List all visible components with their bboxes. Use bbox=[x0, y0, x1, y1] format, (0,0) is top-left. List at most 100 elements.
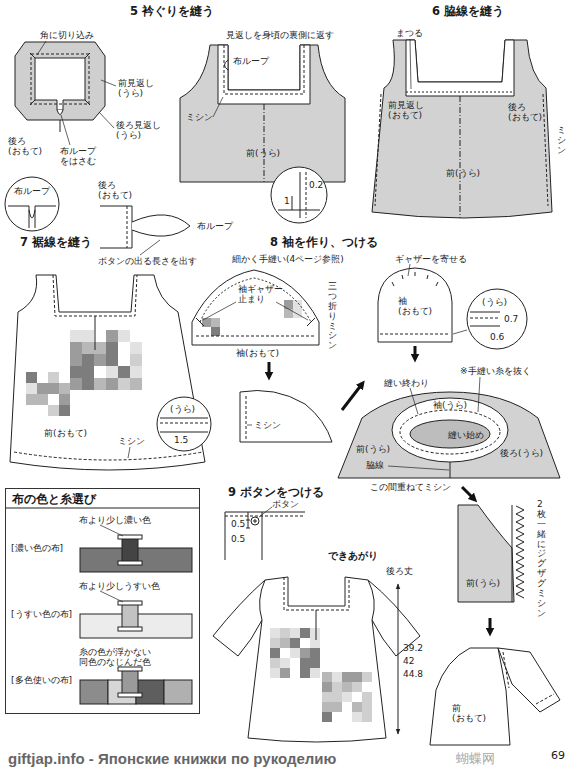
side-seam-figure bbox=[406, 40, 514, 96]
detail-line bbox=[29, 210, 35, 218]
fabric-label: [うすい色の布] bbox=[11, 609, 72, 619]
dimension-number: 0.2 bbox=[309, 180, 323, 190]
mosaic-cell bbox=[362, 712, 372, 722]
thread-guide-icons bbox=[118, 667, 142, 671]
mosaic-cell bbox=[342, 682, 352, 692]
neck-facing-figure bbox=[60, 120, 61, 132]
color-guide-box: 布の色と糸選び[濃い色の布]布より少し濃い色[うすい色の布]布より少しうすい色[… bbox=[5, 488, 200, 714]
fabric-mosaic bbox=[322, 672, 372, 722]
stitch-label: まつる bbox=[396, 28, 423, 38]
stitch-label: 2枚一緒にジグザグミシン bbox=[537, 500, 546, 619]
mosaic-cell bbox=[332, 672, 342, 682]
neck-facing-figure bbox=[37, 41, 116, 145]
note-text: ギャザーを寄せる bbox=[395, 254, 467, 264]
button-detail-figure bbox=[259, 507, 272, 517]
sleeve-finished-figure bbox=[430, 648, 560, 745]
note-text: ※手縫い糸を抜く bbox=[460, 366, 531, 376]
mosaic-cell bbox=[270, 648, 280, 658]
part-label: 布ループ bbox=[233, 56, 269, 66]
sleeve-attach-figure bbox=[338, 377, 560, 478]
lens-outline bbox=[271, 167, 327, 223]
lens-outline bbox=[5, 177, 59, 231]
mosaic-cell bbox=[300, 648, 310, 658]
mosaic-cell bbox=[362, 672, 372, 682]
finished-blouse-figure bbox=[248, 577, 386, 742]
step-heading: 7 裾線を縫う bbox=[20, 236, 92, 249]
dimension-number: 44.8 bbox=[403, 669, 423, 679]
note-text: 細かく手縫い(4ページ参照) bbox=[232, 254, 344, 264]
mosaic-cell bbox=[82, 378, 94, 390]
neck-facing-figure bbox=[57, 110, 63, 115]
mosaic-cell bbox=[290, 648, 300, 658]
mosaic-cell bbox=[310, 638, 320, 648]
mosaic-cell bbox=[284, 309, 293, 318]
side-seam-figure bbox=[410, 39, 411, 89]
gathered-sleeve-figure bbox=[408, 264, 467, 334]
mosaic-cell bbox=[48, 372, 59, 383]
dimension-number: 0.7 bbox=[504, 314, 518, 324]
thread-guide-icons bbox=[122, 538, 138, 562]
mosaic-cell bbox=[290, 638, 300, 648]
button-detail-figure bbox=[225, 512, 305, 560]
sleeve-finished-figure bbox=[503, 652, 509, 688]
mosaic-cell bbox=[94, 354, 106, 366]
step-arrow bbox=[414, 346, 417, 358]
thread-guide-icons bbox=[5, 508, 200, 509]
mosaic-cell bbox=[82, 354, 94, 366]
part-label: 後ろ (おもて) bbox=[98, 180, 132, 201]
part-label: 後ろ (おもて) bbox=[508, 102, 542, 123]
part-label: 脇線 bbox=[366, 460, 384, 470]
thread-guide-icons bbox=[80, 680, 108, 704]
mosaic-cell bbox=[26, 372, 37, 383]
bodice-inside-figure bbox=[180, 45, 345, 182]
mosaic-cell bbox=[70, 366, 82, 378]
mosaic-cell bbox=[270, 638, 280, 648]
mosaic-cell bbox=[342, 672, 352, 682]
box-heading: 布の色と糸選び bbox=[12, 493, 96, 506]
dimension-number: 1.5 bbox=[174, 435, 188, 445]
step-arrow bbox=[342, 384, 362, 410]
mosaic-cell bbox=[106, 366, 118, 378]
watermark: 蝴蝶网 bbox=[456, 752, 495, 767]
fabric-mosaic bbox=[202, 318, 220, 336]
mosaic-cell bbox=[130, 342, 142, 354]
mosaic-cell bbox=[37, 394, 48, 405]
part-label: 袖 (おもて) bbox=[398, 296, 432, 317]
sleeve-flat-lines bbox=[196, 318, 315, 326]
thread-guide-icons bbox=[118, 561, 142, 565]
part-label: 布ループ bbox=[197, 221, 233, 231]
dimension-number: 39.2 bbox=[403, 643, 423, 653]
step-heading: 8 袖を作り、つける bbox=[270, 236, 378, 249]
step-arrow bbox=[489, 618, 492, 632]
dimension-label: 後ろ丈 bbox=[386, 566, 413, 576]
part-label: 前見返し (うら) bbox=[118, 78, 154, 99]
dimension-number: 42 bbox=[403, 656, 414, 666]
part-label: ボタン bbox=[272, 499, 299, 509]
part-label: 角に切り込み bbox=[40, 30, 94, 40]
zigzag-stitch bbox=[516, 506, 524, 598]
sleeve-flat-figure bbox=[192, 270, 319, 345]
stitch-label: 三つ折りミシン bbox=[328, 282, 337, 351]
mosaic-cell bbox=[106, 354, 118, 366]
mosaic-cell bbox=[94, 342, 106, 354]
sleeve-attach-figure bbox=[400, 410, 500, 454]
button-loop-figure bbox=[100, 206, 190, 255]
mosaic-cell bbox=[70, 378, 82, 390]
note-text: 縫い始め bbox=[448, 430, 484, 440]
mosaic-cell bbox=[70, 354, 82, 366]
mosaic-cell bbox=[59, 383, 70, 394]
step-arrow bbox=[268, 362, 271, 376]
page-number: 69 bbox=[551, 750, 565, 763]
mosaic-cell bbox=[362, 692, 372, 702]
mosaic-cell bbox=[70, 330, 82, 342]
button-loop-figure bbox=[132, 215, 190, 236]
mosaic-cell bbox=[280, 658, 290, 668]
sleeve-flat-lines bbox=[196, 336, 315, 337]
sleeve-flat-lines bbox=[200, 278, 311, 322]
detail-line bbox=[8, 206, 56, 228]
mosaic-cell bbox=[118, 330, 130, 342]
dimension-number: 1 bbox=[284, 196, 290, 206]
mosaic-cell bbox=[293, 309, 302, 318]
sleeve-hem-figure bbox=[240, 391, 332, 443]
